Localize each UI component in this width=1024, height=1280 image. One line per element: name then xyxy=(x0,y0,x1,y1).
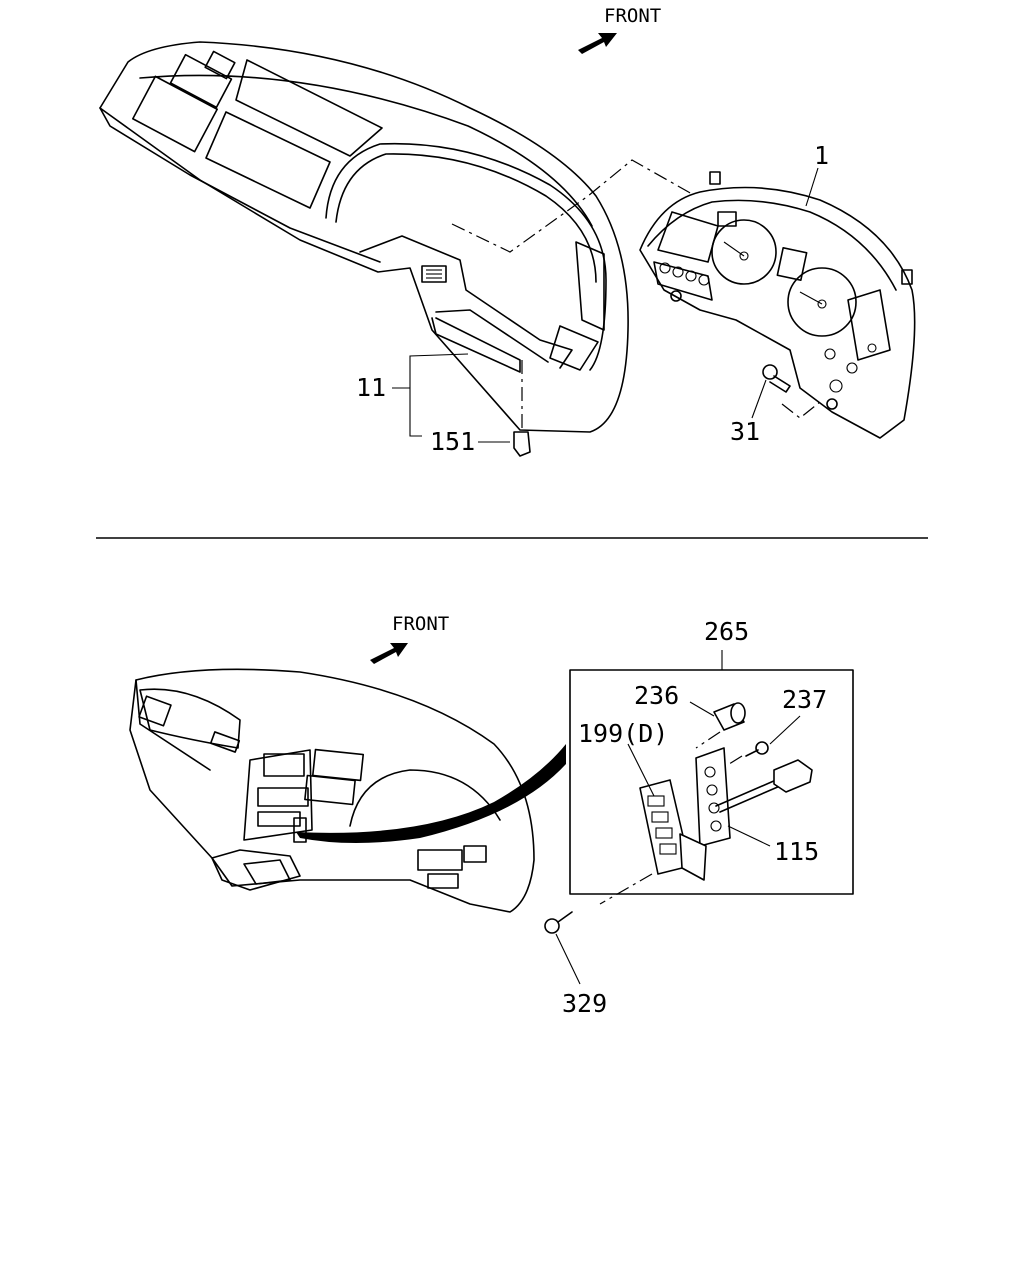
leader-199d xyxy=(627,743,655,797)
detail-box-265 xyxy=(569,669,854,895)
leader-236 xyxy=(689,701,715,717)
meter-cluster xyxy=(639,171,916,439)
harness-115 xyxy=(695,747,813,847)
callout-11: 11 xyxy=(356,373,386,402)
callout-151: 151 xyxy=(430,427,475,456)
leader-11 xyxy=(392,353,469,437)
front-arrow-icon xyxy=(578,33,617,54)
leader-31 xyxy=(751,379,767,419)
callout-1: 1 xyxy=(814,141,829,170)
bulb-236 xyxy=(713,702,746,731)
callout-265: 265 xyxy=(704,617,749,646)
tapping-screw-329 xyxy=(544,911,573,934)
leader-screw xyxy=(781,401,821,419)
front-label-top: FRONT xyxy=(604,5,661,27)
socket-237 xyxy=(745,741,769,757)
callout-115: 115 xyxy=(774,837,819,866)
front-label-bottom: FRONT xyxy=(392,613,449,635)
callout-237: 237 xyxy=(782,685,827,714)
switch-199d xyxy=(639,779,707,881)
leader-237 xyxy=(769,715,801,745)
detail-sweep xyxy=(296,744,566,843)
front-arrow-icon xyxy=(370,643,408,664)
screw-31 xyxy=(762,364,791,393)
clip-151 xyxy=(513,431,531,457)
leader-115 xyxy=(727,825,771,847)
callout-31: 31 xyxy=(730,417,760,446)
leader-box-lines xyxy=(599,731,743,905)
top-section: FRONT xyxy=(99,5,916,457)
instrument-panel-assembly xyxy=(99,41,629,433)
callout-236: 236 xyxy=(634,681,679,710)
bottom-section: FRONT xyxy=(129,613,854,1018)
dashboard-overview xyxy=(129,668,535,913)
leader-329 xyxy=(555,933,581,985)
callout-199d: 199(D) xyxy=(578,719,668,748)
callout-329: 329 xyxy=(562,989,607,1018)
leader-1 xyxy=(805,167,819,207)
